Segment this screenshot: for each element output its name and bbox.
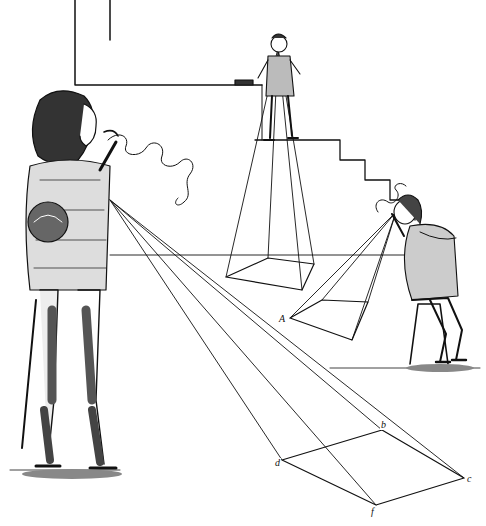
smoke	[108, 135, 193, 205]
wall	[75, 0, 262, 85]
staircase	[255, 140, 415, 220]
visual-pyramid-left	[110, 200, 464, 505]
visual-pyramid-right	[290, 212, 396, 340]
corner-letter: b	[380, 420, 387, 430]
seated-figure	[392, 195, 474, 372]
visual-pyramid-top	[226, 48, 314, 290]
corner-letter: f	[370, 507, 375, 517]
corner-letter: d	[274, 458, 281, 468]
horizon-line	[110, 255, 420, 256]
standing-figure-left	[22, 91, 122, 479]
corner-letter: c	[466, 474, 472, 484]
standing-figure-top	[258, 34, 300, 140]
wall-edge	[262, 85, 263, 140]
corner-letter: A	[278, 314, 286, 324]
ledge-object	[235, 80, 253, 85]
ground-line	[10, 368, 480, 470]
